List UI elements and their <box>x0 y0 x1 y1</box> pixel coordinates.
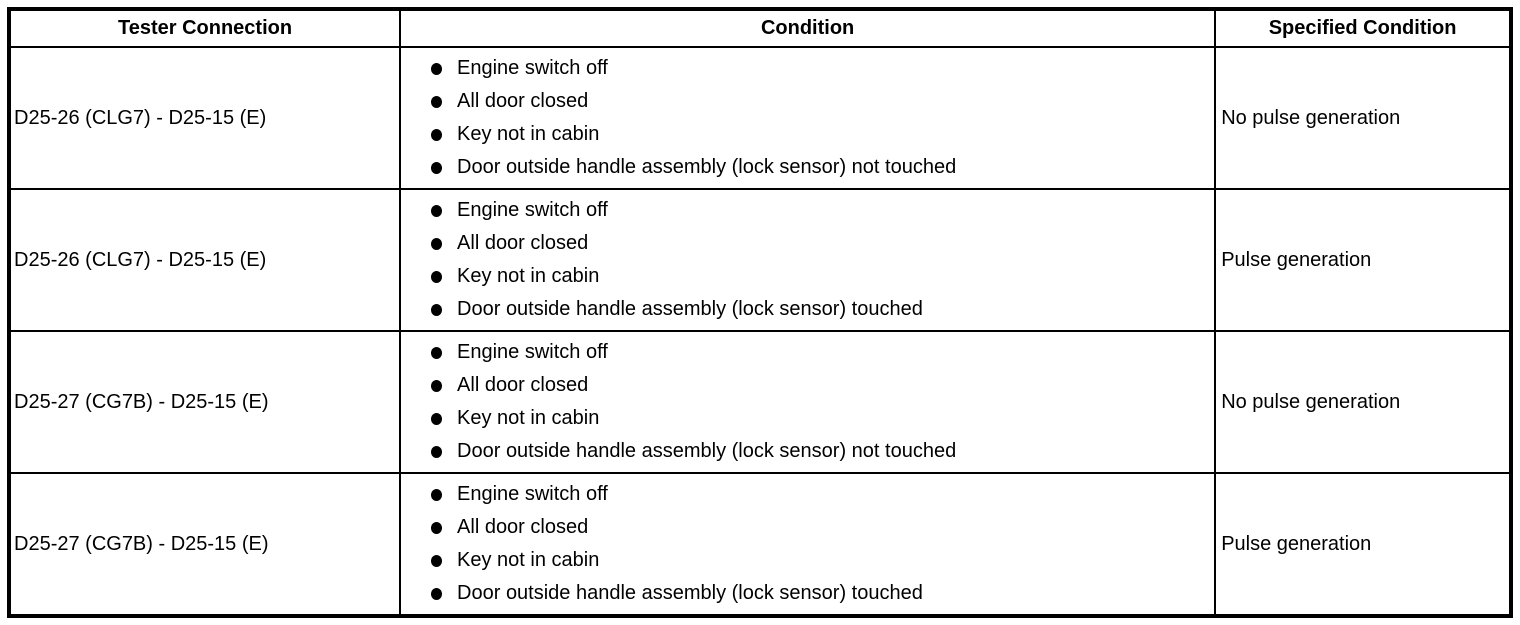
bullet-icon <box>431 205 443 217</box>
condition-text: Door outside handle assembly (lock senso… <box>457 298 923 320</box>
specified-condition-text: No pulse generation <box>1221 390 1401 413</box>
bullet-icon <box>431 63 443 75</box>
condition-item: Key not in cabin <box>431 402 1206 435</box>
tester-connection-text: D25-27 (CG7B) - D25-15 (E) <box>14 390 269 413</box>
condition-item: All door closed <box>431 85 1206 118</box>
specified-condition-cell: Pulse generation <box>1214 188 1512 332</box>
condition-item: Engine switch off <box>431 478 1206 511</box>
specified-condition-text: Pulse generation <box>1221 248 1372 271</box>
bullet-icon <box>431 588 443 600</box>
specified-condition-cell: No pulse generation <box>1214 46 1512 190</box>
header-tester-connection: Tester Connection <box>7 8 402 48</box>
tester-connection-text: D25-27 (CG7B) - D25-15 (E) <box>14 532 269 555</box>
condition-text: Door outside handle assembly (lock senso… <box>457 440 957 462</box>
condition-text: Key not in cabin <box>457 549 600 571</box>
header-condition: Condition <box>399 8 1217 48</box>
bullet-icon <box>431 347 443 359</box>
table-row: D25-26 (CLG7) - D25-15 (E) Engine switch… <box>7 188 1512 332</box>
bullet-icon <box>431 446 443 458</box>
header-specified-condition: Specified Condition <box>1214 8 1512 48</box>
condition-text: Engine switch off <box>457 341 608 363</box>
condition-item: Key not in cabin <box>431 544 1206 577</box>
condition-text: Key not in cabin <box>457 407 600 429</box>
condition-text: Door outside handle assembly (lock senso… <box>457 582 923 604</box>
condition-text: Door outside handle assembly (lock senso… <box>457 156 957 178</box>
bullet-icon <box>431 304 443 316</box>
condition-item: All door closed <box>431 511 1206 544</box>
condition-item: All door closed <box>431 369 1206 402</box>
bullet-icon <box>431 555 443 567</box>
specified-condition-text: No pulse generation <box>1221 106 1401 129</box>
specified-condition-table: Tester Connection Condition Specified Co… <box>7 7 1513 618</box>
bullet-icon <box>431 238 443 250</box>
condition-item: Engine switch off <box>431 194 1206 227</box>
bullet-icon <box>431 96 443 108</box>
bullet-icon <box>431 271 443 283</box>
bullet-icon <box>431 380 443 392</box>
tester-connection-text: D25-26 (CLG7) - D25-15 (E) <box>14 248 267 271</box>
tester-connection-cell: D25-26 (CLG7) - D25-15 (E) <box>7 188 402 332</box>
bullet-icon <box>431 413 443 425</box>
bullet-icon <box>431 522 443 534</box>
condition-text: Engine switch off <box>457 199 608 221</box>
bullet-icon <box>431 129 443 141</box>
bullet-icon <box>431 162 443 174</box>
condition-item: Door outside handle assembly (lock senso… <box>431 293 1206 326</box>
condition-text: All door closed <box>457 516 589 538</box>
condition-text: Key not in cabin <box>457 265 600 287</box>
specified-condition-text: Pulse generation <box>1221 532 1372 555</box>
condition-text: All door closed <box>457 232 589 254</box>
condition-item: Door outside handle assembly (lock senso… <box>431 577 1206 610</box>
condition-text: All door closed <box>457 374 589 396</box>
condition-item: Key not in cabin <box>431 118 1206 151</box>
tester-connection-cell: D25-26 (CLG7) - D25-15 (E) <box>7 46 402 190</box>
table-row: D25-27 (CG7B) - D25-15 (E) Engine switch… <box>7 472 1512 617</box>
condition-text: Engine switch off <box>457 57 608 79</box>
condition-item: Door outside handle assembly (lock senso… <box>431 435 1206 468</box>
table-row: D25-26 (CLG7) - D25-15 (E) Engine switch… <box>7 46 1512 190</box>
specified-condition-cell: Pulse generation <box>1214 472 1512 617</box>
condition-item: Engine switch off <box>431 52 1206 85</box>
condition-item: Engine switch off <box>431 336 1206 369</box>
condition-item: All door closed <box>431 227 1206 260</box>
header-row: Tester Connection Condition Specified Co… <box>7 8 1512 48</box>
condition-item: Door outside handle assembly (lock senso… <box>431 151 1206 184</box>
condition-text: Key not in cabin <box>457 123 600 145</box>
bullet-icon <box>431 489 443 501</box>
tester-connection-cell: D25-27 (CG7B) - D25-15 (E) <box>7 472 402 617</box>
condition-item: Key not in cabin <box>431 260 1206 293</box>
specified-condition-cell: No pulse generation <box>1214 330 1512 474</box>
table-row: D25-27 (CG7B) - D25-15 (E) Engine switch… <box>7 330 1512 474</box>
tester-connection-text: D25-26 (CLG7) - D25-15 (E) <box>14 106 267 129</box>
tester-connection-cell: D25-27 (CG7B) - D25-15 (E) <box>7 330 402 474</box>
condition-text: All door closed <box>457 90 589 112</box>
condition-text: Engine switch off <box>457 483 608 505</box>
